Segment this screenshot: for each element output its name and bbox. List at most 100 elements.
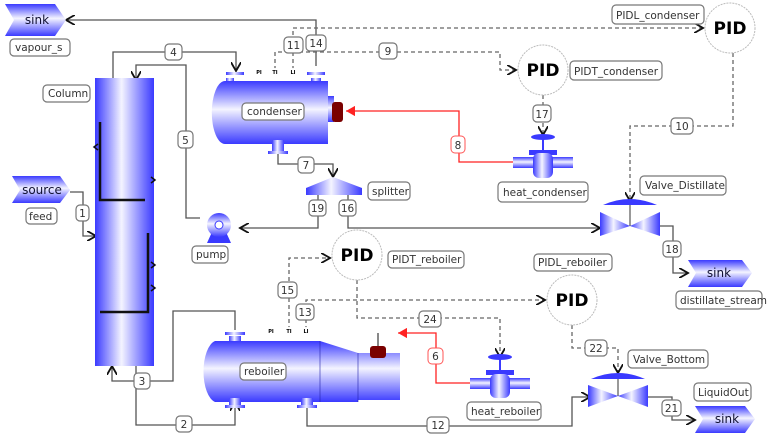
stream-tag-7: 7 [297, 156, 315, 174]
column-label: Column [48, 88, 88, 100]
stream-tag-16: 16 [338, 199, 357, 217]
sink-distillate-label: distillate_stream [680, 295, 767, 307]
pump-label: pump [196, 249, 227, 261]
splitter-label: splitter [372, 186, 410, 198]
reboiler-instruments: PI TI LI [267, 327, 310, 335]
condenser-heat-port [332, 102, 343, 122]
heat-reboiler-valve[interactable]: heat_reboiler [466, 354, 542, 421]
stream-tag-1: 1 [75, 204, 90, 222]
stream-14-line[interactable] [66, 20, 317, 66]
svg-text:PI: PI [268, 329, 274, 335]
reboiler[interactable]: PI TI LI reboiler [203, 327, 400, 408]
distillation-column[interactable]: Column [42, 78, 157, 366]
condenser[interactable]: PI TI LI condenser [211, 68, 343, 154]
svg-text:4: 4 [170, 47, 177, 59]
svg-text:18: 18 [665, 244, 678, 256]
valve-distillate[interactable]: Valve_Distillate [600, 175, 727, 236]
svg-text:LI: LI [290, 70, 295, 76]
svg-text:3: 3 [139, 376, 146, 388]
stream-8-line[interactable] [346, 105, 513, 163]
valve-distillate-label: Valve_Distillate [645, 180, 725, 192]
source-feed-label: feed [29, 211, 52, 223]
stream-tags: 1 2 3 4 5 6 7 8 9 10 11 12 13 14 15 16 1… [75, 34, 694, 434]
stream-tag-3: 3 [133, 372, 151, 390]
stream-tag-10: 10 [670, 117, 694, 135]
stream-tag-21: 21 [661, 399, 682, 417]
condenser-label: condenser [247, 106, 303, 118]
stream-tag-14: 14 [305, 34, 327, 52]
stream-10-signal[interactable] [630, 53, 734, 201]
heat-condenser-valve[interactable]: heat_condenser [497, 134, 589, 203]
stream-tag-13: 13 [295, 303, 315, 321]
stream-tag-17: 17 [532, 104, 552, 123]
svg-text:LI: LI [303, 329, 308, 335]
heat-condenser-label: heat_condenser [503, 187, 587, 199]
sink-liquidout-label: LiquidOut [698, 387, 749, 399]
heat-reboiler-label: heat_reboiler [471, 406, 541, 418]
svg-text:13: 13 [298, 307, 311, 319]
svg-text:15: 15 [281, 285, 294, 297]
splitter[interactable]: splitter [306, 177, 411, 201]
sink-distillate[interactable]: sink distillate_stream [675, 260, 767, 310]
sink-liquidout[interactable]: sink LiquidOut [693, 382, 755, 433]
stream-tag-6: 6 [427, 347, 444, 365]
svg-text:1: 1 [79, 208, 86, 220]
stream-9-signal[interactable] [292, 28, 703, 70]
svg-text:24: 24 [423, 314, 437, 326]
pidl-reboiler-label: PIDL_reboiler [538, 257, 608, 269]
svg-text:16: 16 [341, 203, 355, 215]
reboiler-heat-port [370, 346, 386, 358]
stream-3-line[interactable] [112, 366, 137, 382]
pidt-condenser-label: PIDT_condenser [574, 66, 659, 78]
stream-11-signal[interactable] [274, 51, 516, 70]
stream-5-line[interactable] [136, 64, 200, 219]
svg-text:PID: PID [714, 19, 747, 39]
sink-vapour-type: sink [25, 13, 49, 27]
pidt-reboiler[interactable]: PID PIDT_reboiler [331, 229, 465, 281]
svg-text:11: 11 [287, 40, 300, 52]
stream-tag-19: 19 [308, 199, 327, 217]
sink-distillate-type: sink [707, 266, 731, 280]
sink-liquidout-type: sink [715, 412, 739, 426]
svg-text:PID: PID [341, 246, 374, 266]
reboiler-label: reboiler [244, 366, 285, 378]
stream-3-line-b[interactable] [136, 310, 236, 382]
stream-tag-2: 2 [175, 415, 193, 433]
svg-text:17: 17 [535, 109, 548, 121]
svg-text:12: 12 [431, 420, 444, 432]
stream-12-line[interactable] [306, 397, 590, 427]
stream-tag-11: 11 [283, 36, 304, 54]
svg-text:TI: TI [286, 329, 291, 335]
sink-vapour[interactable]: sink vapour_s [5, 4, 71, 57]
stream-tag-8: 8 [450, 135, 466, 154]
stream-tag-4: 4 [164, 43, 183, 61]
condenser-instruments: PI TI LI [255, 68, 297, 76]
svg-text:TI: TI [272, 70, 277, 76]
svg-text:PID: PID [556, 291, 589, 311]
pidl-reboiler[interactable]: PID PIDL_reboiler [533, 253, 613, 326]
svg-text:8: 8 [455, 140, 462, 152]
svg-text:2: 2 [181, 419, 188, 431]
svg-text:14: 14 [309, 38, 323, 50]
stream-tag-22: 22 [584, 339, 608, 357]
svg-text:21: 21 [665, 403, 678, 415]
svg-text:6: 6 [432, 351, 439, 363]
pidl-condenser[interactable]: PID PIDL_condenser [611, 2, 756, 54]
svg-text:10: 10 [675, 121, 688, 133]
svg-text:PID: PID [527, 61, 560, 81]
pump[interactable]: pump [191, 213, 231, 264]
stream-19-line[interactable] [240, 195, 319, 228]
valve-bottom[interactable]: Valve_Bottom [588, 349, 709, 407]
stream-tag-12: 12 [426, 416, 450, 434]
stream-15-signal[interactable] [288, 258, 330, 330]
pidt-condenser[interactable]: PID PIDT_condenser [517, 44, 663, 96]
stream-tag-18: 18 [662, 240, 682, 258]
svg-text:5: 5 [182, 135, 189, 147]
svg-text:19: 19 [311, 203, 324, 215]
svg-text:22: 22 [589, 343, 602, 355]
source-feed-type: source [22, 183, 62, 197]
stream-tag-9: 9 [378, 42, 398, 60]
stream-tag-24: 24 [418, 310, 442, 328]
source-feed[interactable]: source feed [12, 176, 70, 225]
